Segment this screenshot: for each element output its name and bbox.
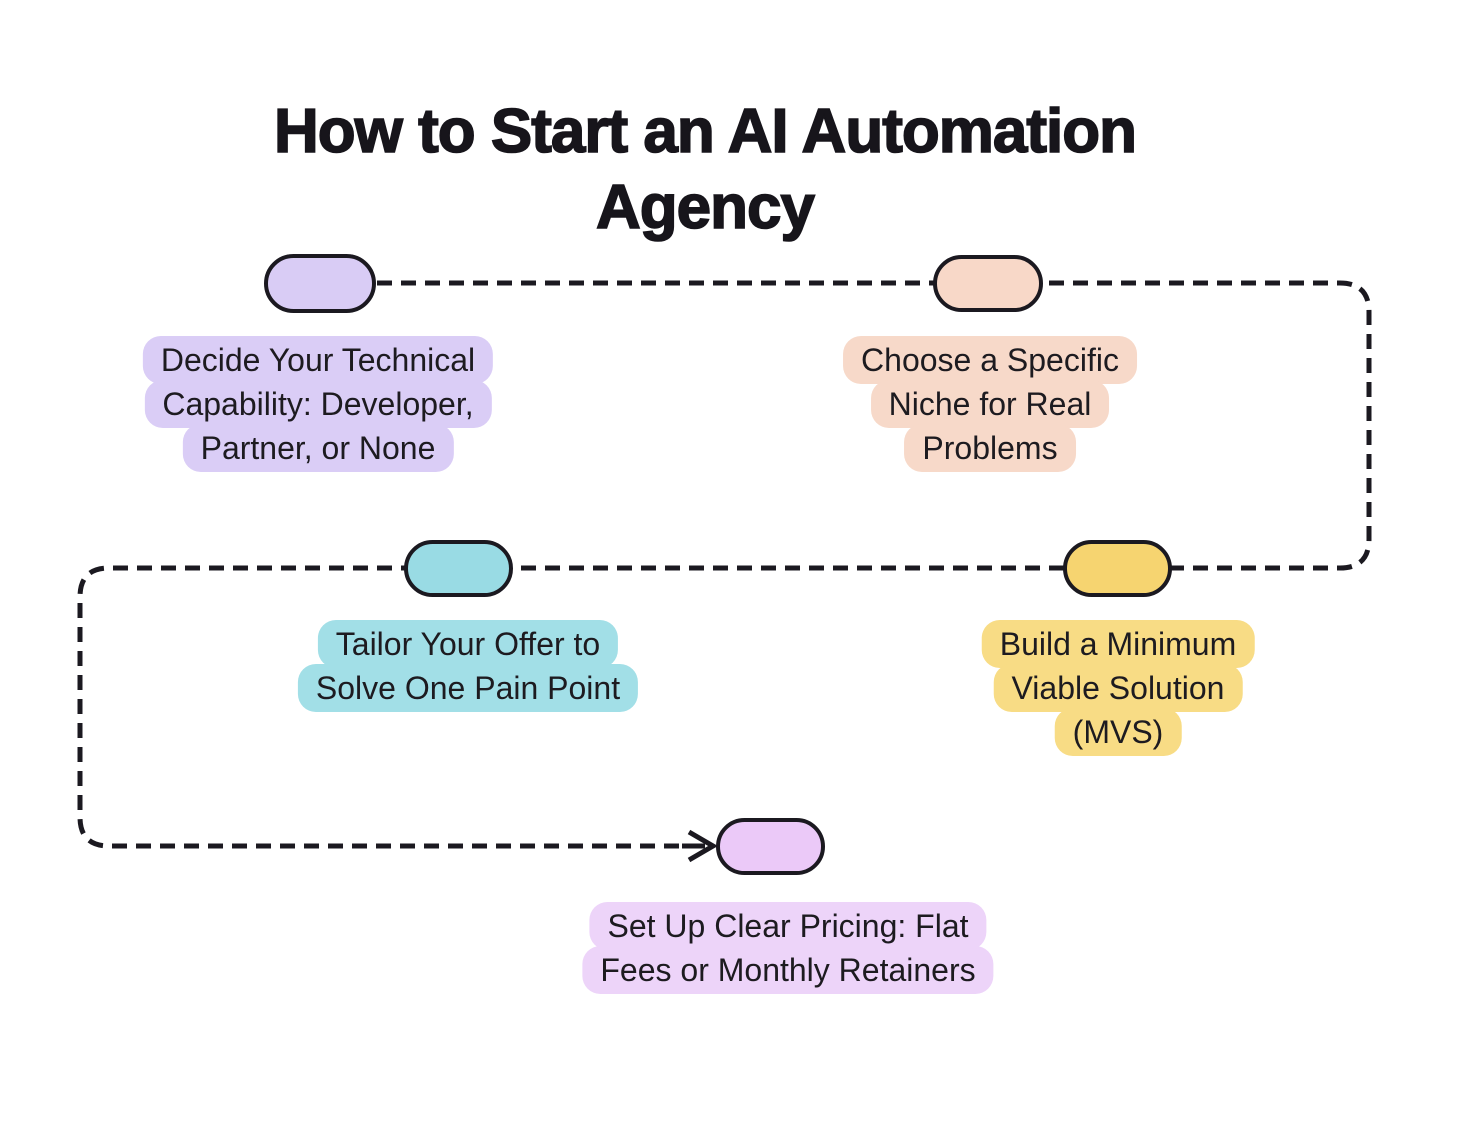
step-label-line: Niche for Real [870, 380, 1110, 428]
step-label-line: Capability: Developer, [144, 380, 492, 428]
step-1-pill [264, 254, 376, 313]
page-title-line-1: How to Start an AI Automation [273, 96, 1138, 167]
step-label-line: Partner, or None [182, 424, 454, 472]
step-label-line: Viable Solution [993, 664, 1243, 712]
step-1-label: Decide Your Technical Capability: Develo… [142, 336, 494, 472]
flow-connector-path [77, 280, 1372, 849]
step-label-line: Choose a Specific [843, 336, 1137, 384]
step-2-pill [933, 255, 1043, 312]
step-label-line: Build a Minimum [981, 620, 1255, 668]
step-label-line: Solve One Pain Point [297, 664, 639, 712]
page-title: How to Start an AI Automation Agency [0, 94, 1410, 246]
step-label-line: Decide Your Technical [142, 336, 494, 384]
step-label-line: Fees or Monthly Retainers [582, 946, 994, 994]
step-5-label: Set Up Clear Pricing: Flat Fees or Month… [582, 902, 994, 994]
step-label-line: Tailor Your Offer to [317, 620, 619, 668]
step-label-line: (MVS) [1054, 708, 1182, 756]
step-4-pill [1063, 540, 1172, 597]
step-3-label: Tailor Your Offer to Solve One Pain Poin… [297, 620, 639, 712]
step-4-label: Build a Minimum Viable Solution (MVS) [981, 620, 1255, 756]
arrow-right-icon [687, 829, 718, 863]
page-title-line-2: Agency [595, 172, 816, 243]
step-3-pill [404, 540, 513, 597]
step-2-label: Choose a Specific Niche for Real Problem… [843, 336, 1137, 472]
step-5-pill [716, 818, 825, 875]
step-label-line: Problems [904, 424, 1076, 472]
step-label-line: Set Up Clear Pricing: Flat [589, 902, 987, 950]
